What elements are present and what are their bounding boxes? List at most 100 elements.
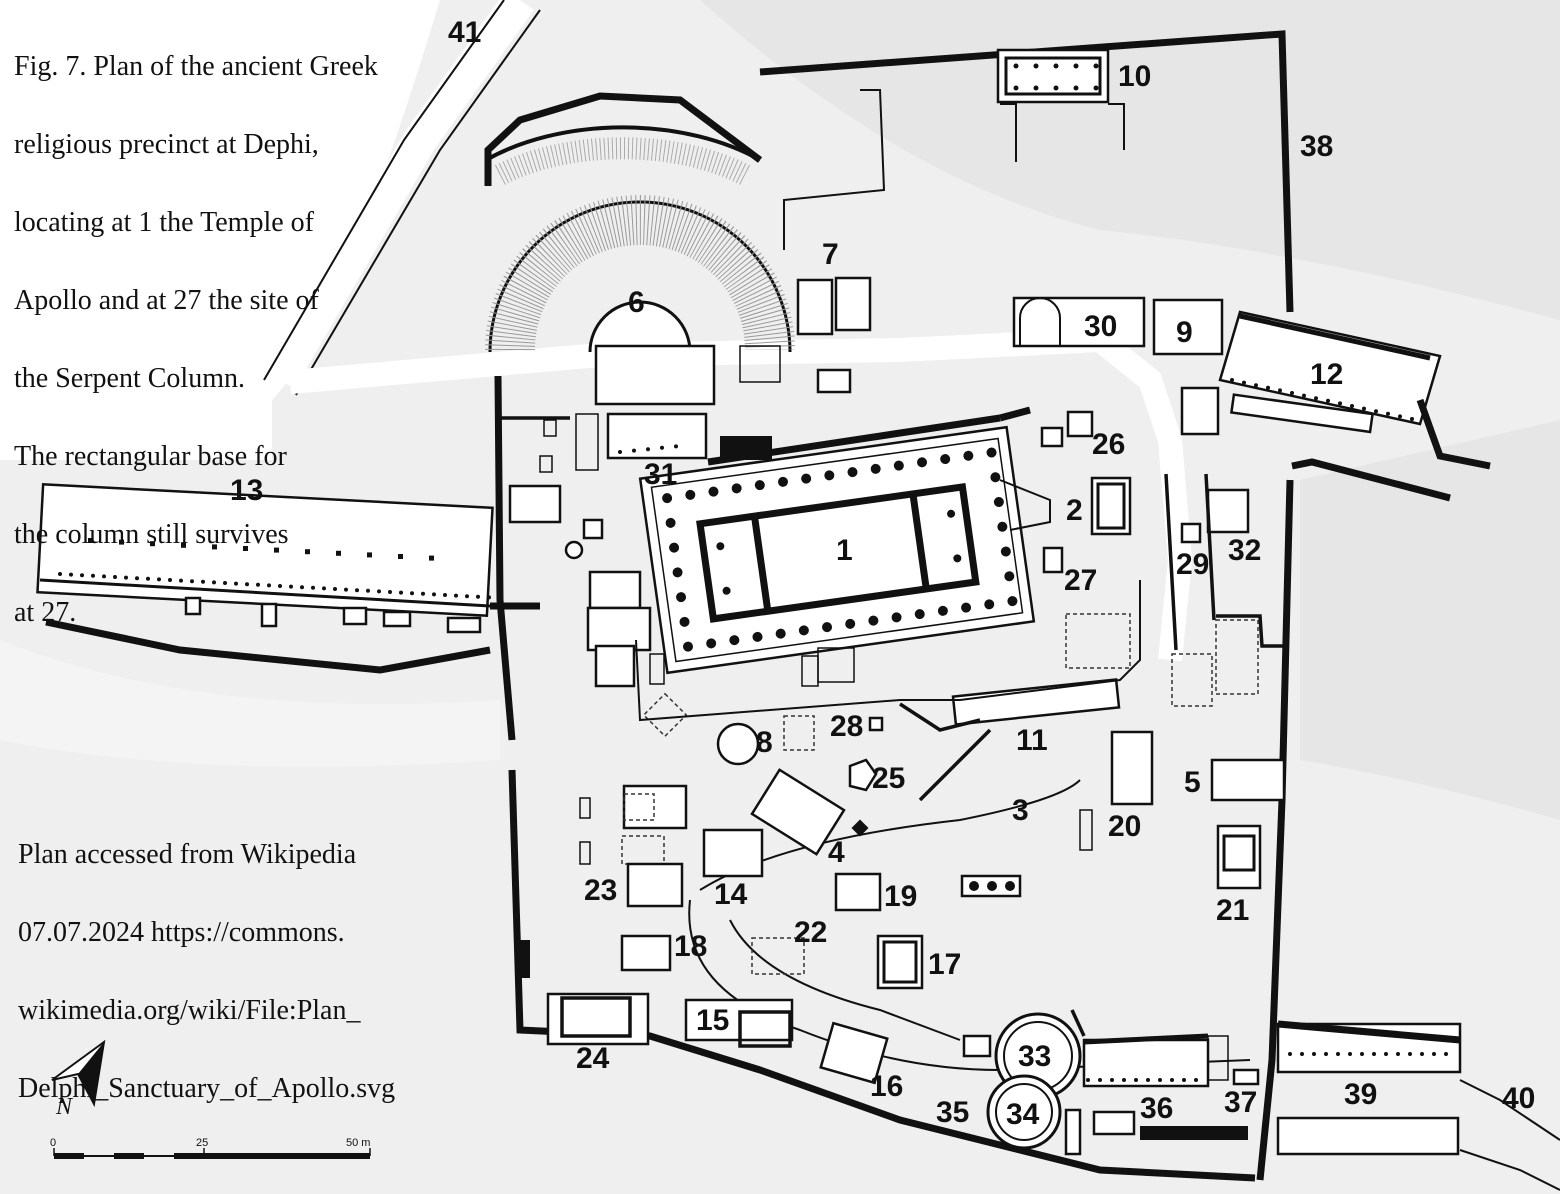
- column-dot: [685, 489, 696, 500]
- label-13: 13: [230, 474, 263, 507]
- column-dot: [399, 590, 403, 595]
- column-dot: [487, 595, 491, 600]
- pier-mark: [119, 539, 124, 545]
- label-6: 6: [628, 286, 645, 319]
- column-dot: [1386, 411, 1390, 416]
- precinct-wall: [484, 30, 1451, 1182]
- column-dot: [676, 592, 687, 603]
- column-dot: [443, 593, 447, 597]
- column-dot: [729, 635, 740, 646]
- column-dot: [1278, 388, 1282, 393]
- label-35: 35: [936, 1096, 969, 1129]
- column-dot: [847, 467, 858, 478]
- column-dot: [961, 602, 972, 613]
- buildings: [496, 48, 1286, 1156]
- column-dot: [377, 589, 381, 594]
- column-dot: [1266, 385, 1270, 390]
- column-dot: [1134, 1078, 1138, 1082]
- column-dot: [1362, 406, 1366, 411]
- label-3: 3: [1012, 794, 1029, 827]
- column-dot: [333, 587, 337, 591]
- label-17: 17: [928, 948, 961, 981]
- stoa-colonnades: [58, 63, 1448, 1082]
- column-dot: [986, 447, 997, 458]
- column-dot: [683, 641, 694, 652]
- column-dot: [822, 622, 833, 633]
- temple-of-apollo: [638, 425, 1036, 675]
- column-dot: [256, 582, 260, 587]
- label-40: 40: [1502, 1082, 1535, 1115]
- temple-columns: [662, 447, 1018, 652]
- column-dot: [990, 472, 1001, 483]
- column-dot: [1444, 1052, 1448, 1056]
- column-dot: [80, 573, 84, 578]
- pier-mark: [336, 550, 341, 556]
- column-dot: [322, 586, 326, 591]
- label-41: 41: [448, 16, 481, 49]
- column-dot: [706, 638, 717, 649]
- stoa-12: [1218, 310, 1491, 470]
- label-4: 4: [828, 836, 845, 869]
- column-dot: [1230, 378, 1234, 382]
- column-dot: [722, 586, 731, 595]
- caption-line: Apollo and at 27 the site of: [14, 285, 319, 316]
- column-dot: [1158, 1078, 1162, 1082]
- column-dot: [662, 493, 673, 504]
- column-dot: [1290, 391, 1294, 395]
- pier-mark: [243, 546, 248, 551]
- column-dot: [1348, 1052, 1352, 1056]
- label-1: 1: [836, 534, 853, 567]
- column-dot: [124, 575, 128, 580]
- column-dot: [201, 579, 205, 584]
- column-dot: [1398, 414, 1402, 419]
- column-dot: [113, 575, 117, 579]
- north-arrow: N: [51, 1039, 106, 1120]
- column-dot: [914, 609, 925, 620]
- label-37: 37: [1224, 1086, 1257, 1119]
- column-dot: [708, 486, 719, 497]
- column-dot: [1073, 63, 1079, 69]
- column-dot: [868, 615, 879, 626]
- stoa-39: [1276, 1020, 1560, 1191]
- column-dot: [752, 631, 763, 642]
- column-dot: [289, 584, 293, 589]
- column-dot: [798, 625, 809, 636]
- column-dot: [190, 579, 194, 584]
- column-dot: [223, 581, 227, 585]
- column-dot: [660, 445, 664, 450]
- pier-mark: [88, 538, 93, 543]
- column-dot: [234, 581, 238, 586]
- column-dot: [937, 605, 948, 616]
- column-dot: [1360, 1052, 1364, 1056]
- column-dot: [665, 517, 676, 528]
- column-dot: [1242, 380, 1246, 385]
- label-34: 34: [1006, 1098, 1040, 1131]
- scale-bar: 0 25 50 m: [50, 1137, 371, 1159]
- column-dot: [1093, 63, 1099, 69]
- column-dot: [58, 572, 62, 576]
- column-dot: [777, 476, 788, 487]
- caption-line: Fig. 7. Plan of the ancient Greek: [14, 51, 378, 82]
- label-9: 9: [1176, 316, 1193, 349]
- scale-tick-50: 50 m: [346, 1137, 370, 1149]
- column-dot: [963, 450, 974, 461]
- column-dot: [1314, 396, 1318, 401]
- column-dot: [1300, 1052, 1304, 1056]
- column-dot: [1312, 1052, 1316, 1056]
- source-line: wikimedia.org/wiki/File:Plan_: [18, 995, 361, 1026]
- label-31: 31: [644, 458, 677, 491]
- scale-tick-25: 25: [196, 1137, 208, 1149]
- column-dot: [267, 583, 271, 588]
- column-dot: [1013, 85, 1019, 91]
- pier-mark: [398, 554, 403, 559]
- column-dot: [1372, 1052, 1376, 1056]
- column-dot: [432, 592, 436, 597]
- column-dot: [1170, 1078, 1174, 1082]
- column-dot: [344, 587, 348, 592]
- label-22: 22: [794, 916, 827, 949]
- column-dot: [212, 580, 216, 585]
- column-dot: [388, 590, 392, 594]
- column-dot: [891, 612, 902, 623]
- column-dot: [618, 450, 622, 454]
